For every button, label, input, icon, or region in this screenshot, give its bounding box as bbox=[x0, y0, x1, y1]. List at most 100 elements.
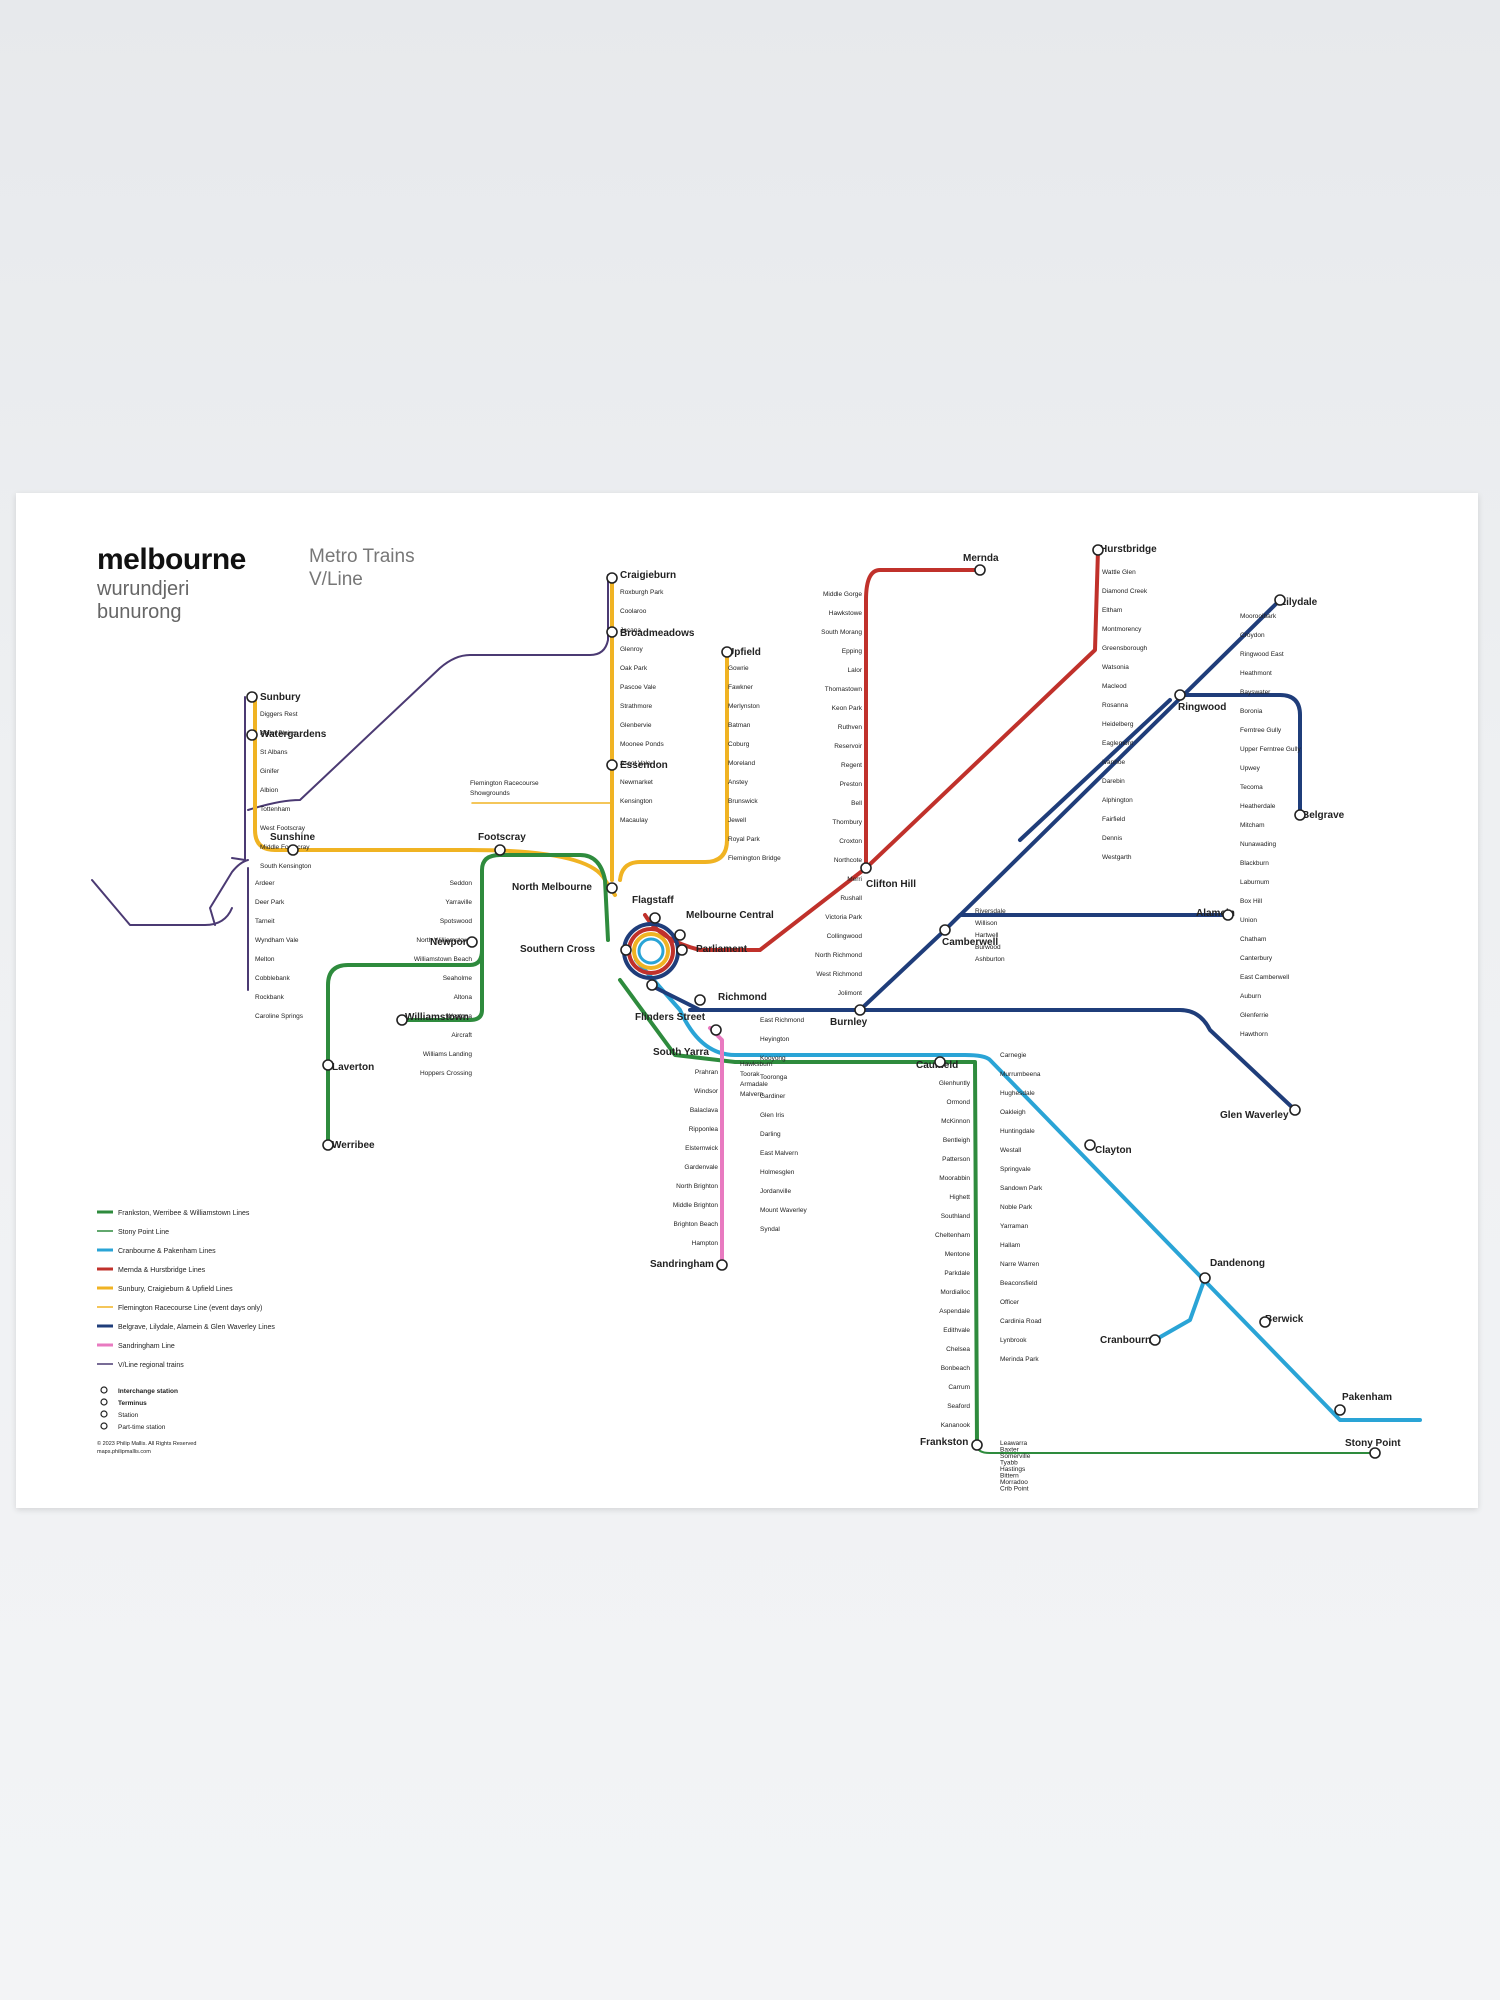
major-station-label: Melbourne Central bbox=[686, 910, 774, 921]
legend-label: Mernda & Hurstbridge Lines bbox=[118, 1267, 206, 1274]
station-label: North Brighton bbox=[676, 1183, 718, 1190]
symbol-label: Part-time station bbox=[118, 1424, 166, 1431]
station-label: Huntingdale bbox=[1000, 1128, 1035, 1135]
station-label: Jewell bbox=[728, 817, 747, 824]
station-label: Bentleigh bbox=[943, 1137, 970, 1144]
legend-label: Sandringham Line bbox=[118, 1343, 175, 1350]
belgrave-line bbox=[1178, 693, 1302, 817]
station-stony-point bbox=[1369, 1447, 1381, 1459]
station-label: Batman bbox=[728, 722, 751, 729]
station-label: West Richmond bbox=[816, 971, 862, 978]
station-craigieburn bbox=[606, 572, 618, 584]
station-label: Parkdale bbox=[944, 1270, 970, 1277]
station-label: Carnegie bbox=[1000, 1052, 1027, 1059]
major-station-label: Pakenham bbox=[1342, 1392, 1392, 1403]
station-label: Victoria Park bbox=[825, 914, 862, 921]
station-label: Yarraman bbox=[1000, 1223, 1028, 1230]
station-label: Glen Iris bbox=[760, 1112, 785, 1119]
station-label: Westona bbox=[446, 1013, 472, 1020]
station-label: Keon Park bbox=[832, 705, 863, 712]
station-label: Darebin bbox=[1102, 778, 1125, 785]
station-burnley bbox=[854, 1004, 866, 1016]
station-label: Heathmont bbox=[1240, 670, 1272, 677]
station-label: Thornbury bbox=[832, 819, 862, 826]
station-label: Dennis bbox=[1102, 835, 1123, 842]
station-label: Westall bbox=[1000, 1147, 1022, 1154]
station-label: Riversdale bbox=[975, 908, 1006, 915]
station-label: Williamstown Beach bbox=[414, 956, 473, 963]
station-label: Merri bbox=[847, 876, 862, 883]
station-label: Regent bbox=[841, 762, 862, 769]
station-label: Rosanna bbox=[1102, 702, 1128, 709]
station-berwick bbox=[1259, 1316, 1271, 1328]
station-label: Watsonia bbox=[1102, 664, 1129, 671]
copyright-text: maps.philipmallis.com bbox=[97, 1449, 151, 1455]
station-label: Box Hill bbox=[1240, 898, 1263, 905]
major-station-label: Watergardens bbox=[260, 729, 327, 740]
station-clifton-hill bbox=[860, 862, 872, 874]
station-label: Bittern bbox=[1000, 1473, 1019, 1480]
station-label: Ferntree Gully bbox=[1240, 727, 1282, 734]
station-clayton bbox=[1084, 1139, 1096, 1151]
station-frankston bbox=[971, 1439, 983, 1451]
werribee-line bbox=[326, 853, 610, 1147]
legend-label: Frankston, Werribee & Williamstown Lines bbox=[118, 1210, 250, 1217]
station-label: Fairfield bbox=[1102, 816, 1126, 823]
station-camberwell bbox=[939, 924, 951, 936]
station-label: Collingwood bbox=[827, 933, 863, 940]
station-sunshine bbox=[287, 844, 299, 856]
station-label: Armadale bbox=[740, 1081, 768, 1088]
upfield-line bbox=[618, 650, 729, 882]
major-station-label: Upfield bbox=[727, 647, 761, 658]
symbol-legend: Interchange stationTerminusStationPart-t… bbox=[97, 1386, 196, 1455]
symbol-label: Station bbox=[118, 1412, 139, 1419]
vline-melton-line bbox=[209, 859, 249, 926]
vline-sunbury-line bbox=[231, 696, 246, 861]
station-label: Williams Landing bbox=[423, 1051, 473, 1058]
station-label: Leawarra bbox=[1000, 1440, 1027, 1447]
major-station-label: Alamein bbox=[1196, 908, 1235, 919]
legend-label: Cranbourne & Pakenham Lines bbox=[118, 1248, 216, 1255]
station-label: Malvern bbox=[740, 1091, 764, 1098]
station-cranbourne bbox=[1149, 1334, 1161, 1346]
station-alamein bbox=[1222, 909, 1234, 921]
station-essendon bbox=[606, 759, 618, 771]
station-upfield bbox=[721, 646, 733, 658]
station-label: Patterson bbox=[942, 1156, 970, 1163]
station-label: Hoppers Crossing bbox=[420, 1070, 472, 1077]
station-label: Hartwell bbox=[975, 932, 999, 939]
symbol-label: Interchange station bbox=[118, 1388, 178, 1395]
cranbourne-line bbox=[1153, 1276, 1207, 1342]
station-label: Newmarket bbox=[620, 779, 653, 786]
station-label: Deer Park bbox=[255, 899, 285, 906]
major-station-label: Mernda bbox=[963, 553, 999, 564]
major-station-label: Broadmeadows bbox=[620, 628, 695, 639]
station-label: Ardeer bbox=[255, 880, 275, 887]
map-subtitle-bunurong: bunurong bbox=[97, 601, 182, 623]
station-label: Heyington bbox=[760, 1036, 790, 1043]
station-south-yarra bbox=[710, 1024, 722, 1036]
station-label: Seaholme bbox=[443, 975, 473, 982]
station-caulfield bbox=[934, 1056, 946, 1068]
station-label: Merlynston bbox=[728, 703, 760, 710]
station-label: Carrum bbox=[948, 1384, 970, 1391]
station-label: Hampton bbox=[692, 1240, 719, 1247]
major-station-label: South Yarra bbox=[653, 1047, 709, 1058]
station-flinders-street bbox=[646, 979, 658, 991]
map-legend: Frankston, Werribee & Williamstown Lines… bbox=[97, 1210, 275, 1369]
station-label: Merinda Park bbox=[1000, 1356, 1039, 1363]
station-label: Highett bbox=[949, 1194, 970, 1201]
station-ringwood bbox=[1174, 689, 1186, 701]
station-north-melbourne bbox=[606, 882, 618, 894]
station-label: Bayswater bbox=[1240, 689, 1271, 696]
station-label: Bonbeach bbox=[941, 1365, 971, 1372]
station-label: Laburnum bbox=[1240, 879, 1269, 886]
station-label: Macleod bbox=[1102, 683, 1127, 690]
station-label: Middle Footscray bbox=[260, 844, 310, 851]
station-label: Cardinia Road bbox=[1000, 1318, 1042, 1325]
station-label: Oak Park bbox=[620, 665, 648, 672]
station-label: Officer bbox=[1000, 1299, 1020, 1306]
station-label: Wyndham Vale bbox=[255, 937, 299, 944]
station-label: Coolaroo bbox=[620, 608, 647, 615]
